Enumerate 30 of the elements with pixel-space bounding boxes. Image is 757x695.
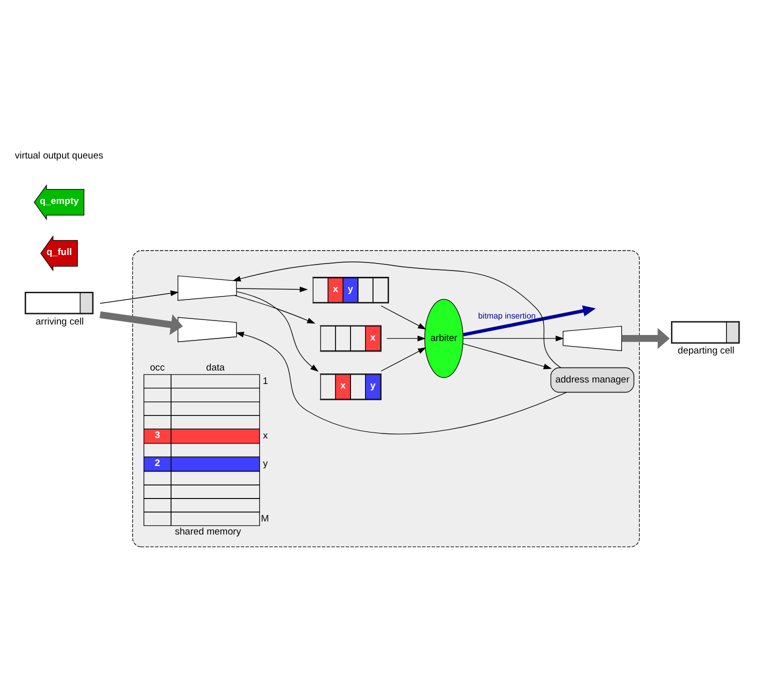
arrow [380,346,426,371]
arrow [236,331,567,434]
arrow [100,310,183,335]
node-label: y [263,458,268,470]
node-label: shared memory [174,526,241,538]
arrow [622,327,670,348]
node-box: address manager [550,366,634,392]
arrow [386,335,426,341]
node-label: arriving cell [36,316,84,327]
node-trapezoid [178,274,237,300]
arrow [462,304,596,336]
arrow [462,342,552,369]
node-trapezoid [562,325,622,351]
arrow [236,286,308,292]
node-label: occ [150,362,165,374]
arrow [232,261,562,368]
node-label: departing cell [678,345,734,356]
arrow [234,294,316,324]
cluster [132,250,640,547]
arrow [462,335,564,341]
node-label: x [263,430,268,442]
node-label: data [206,362,225,374]
node-ellipse: arbiter [424,298,464,378]
arrow [100,290,179,304]
node-label: 1 [262,375,268,386]
node-label: M [260,512,269,524]
arrow [236,290,319,372]
arrow [380,304,426,330]
node-trapezoid [178,316,237,342]
label: virtual output queues [14,150,104,161]
